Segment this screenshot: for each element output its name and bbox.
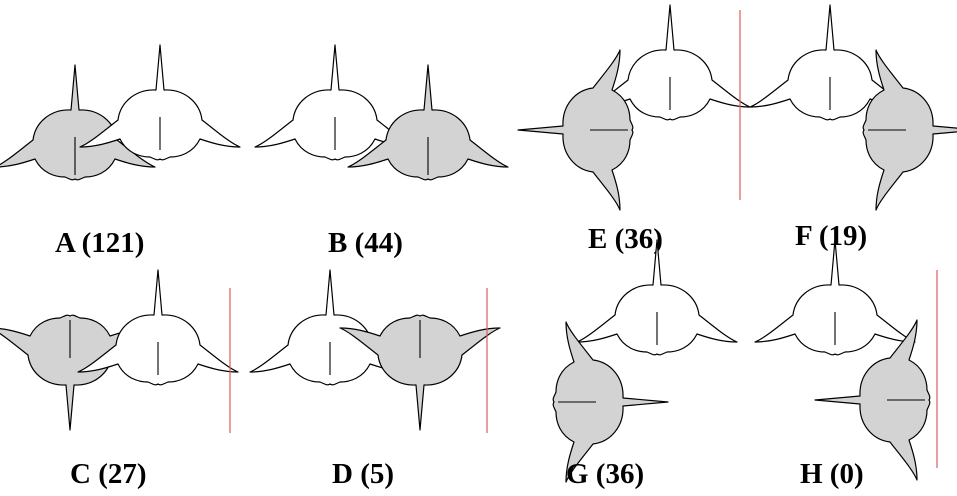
panel-b: B (44) [255,45,508,259]
panel-label-g: G (36) [566,458,644,490]
panel-g: G (36) [553,240,737,490]
gray-shape [518,50,633,210]
panel-f: F (19) [750,5,957,252]
panel-d: D (5) [250,270,500,490]
white-shape [755,240,915,355]
panel-c: C (27) [0,270,238,490]
panel-e: E (36) [518,5,750,255]
panel-label-h: H (0) [800,458,864,490]
panel-h: H (0) [755,240,937,490]
panel-label-d: D (5) [332,458,394,490]
panel-label-a: A (121) [55,227,144,259]
white-shape [577,240,737,355]
panel-label-b: B (44) [328,227,403,259]
panel-a: A (121) [0,45,240,259]
panel-label-f: F (19) [795,220,867,252]
gray-shape [863,50,957,210]
panel-label-e: E (36) [588,223,663,255]
panel-label-c: C (27) [70,458,147,490]
white-shape [80,45,240,160]
